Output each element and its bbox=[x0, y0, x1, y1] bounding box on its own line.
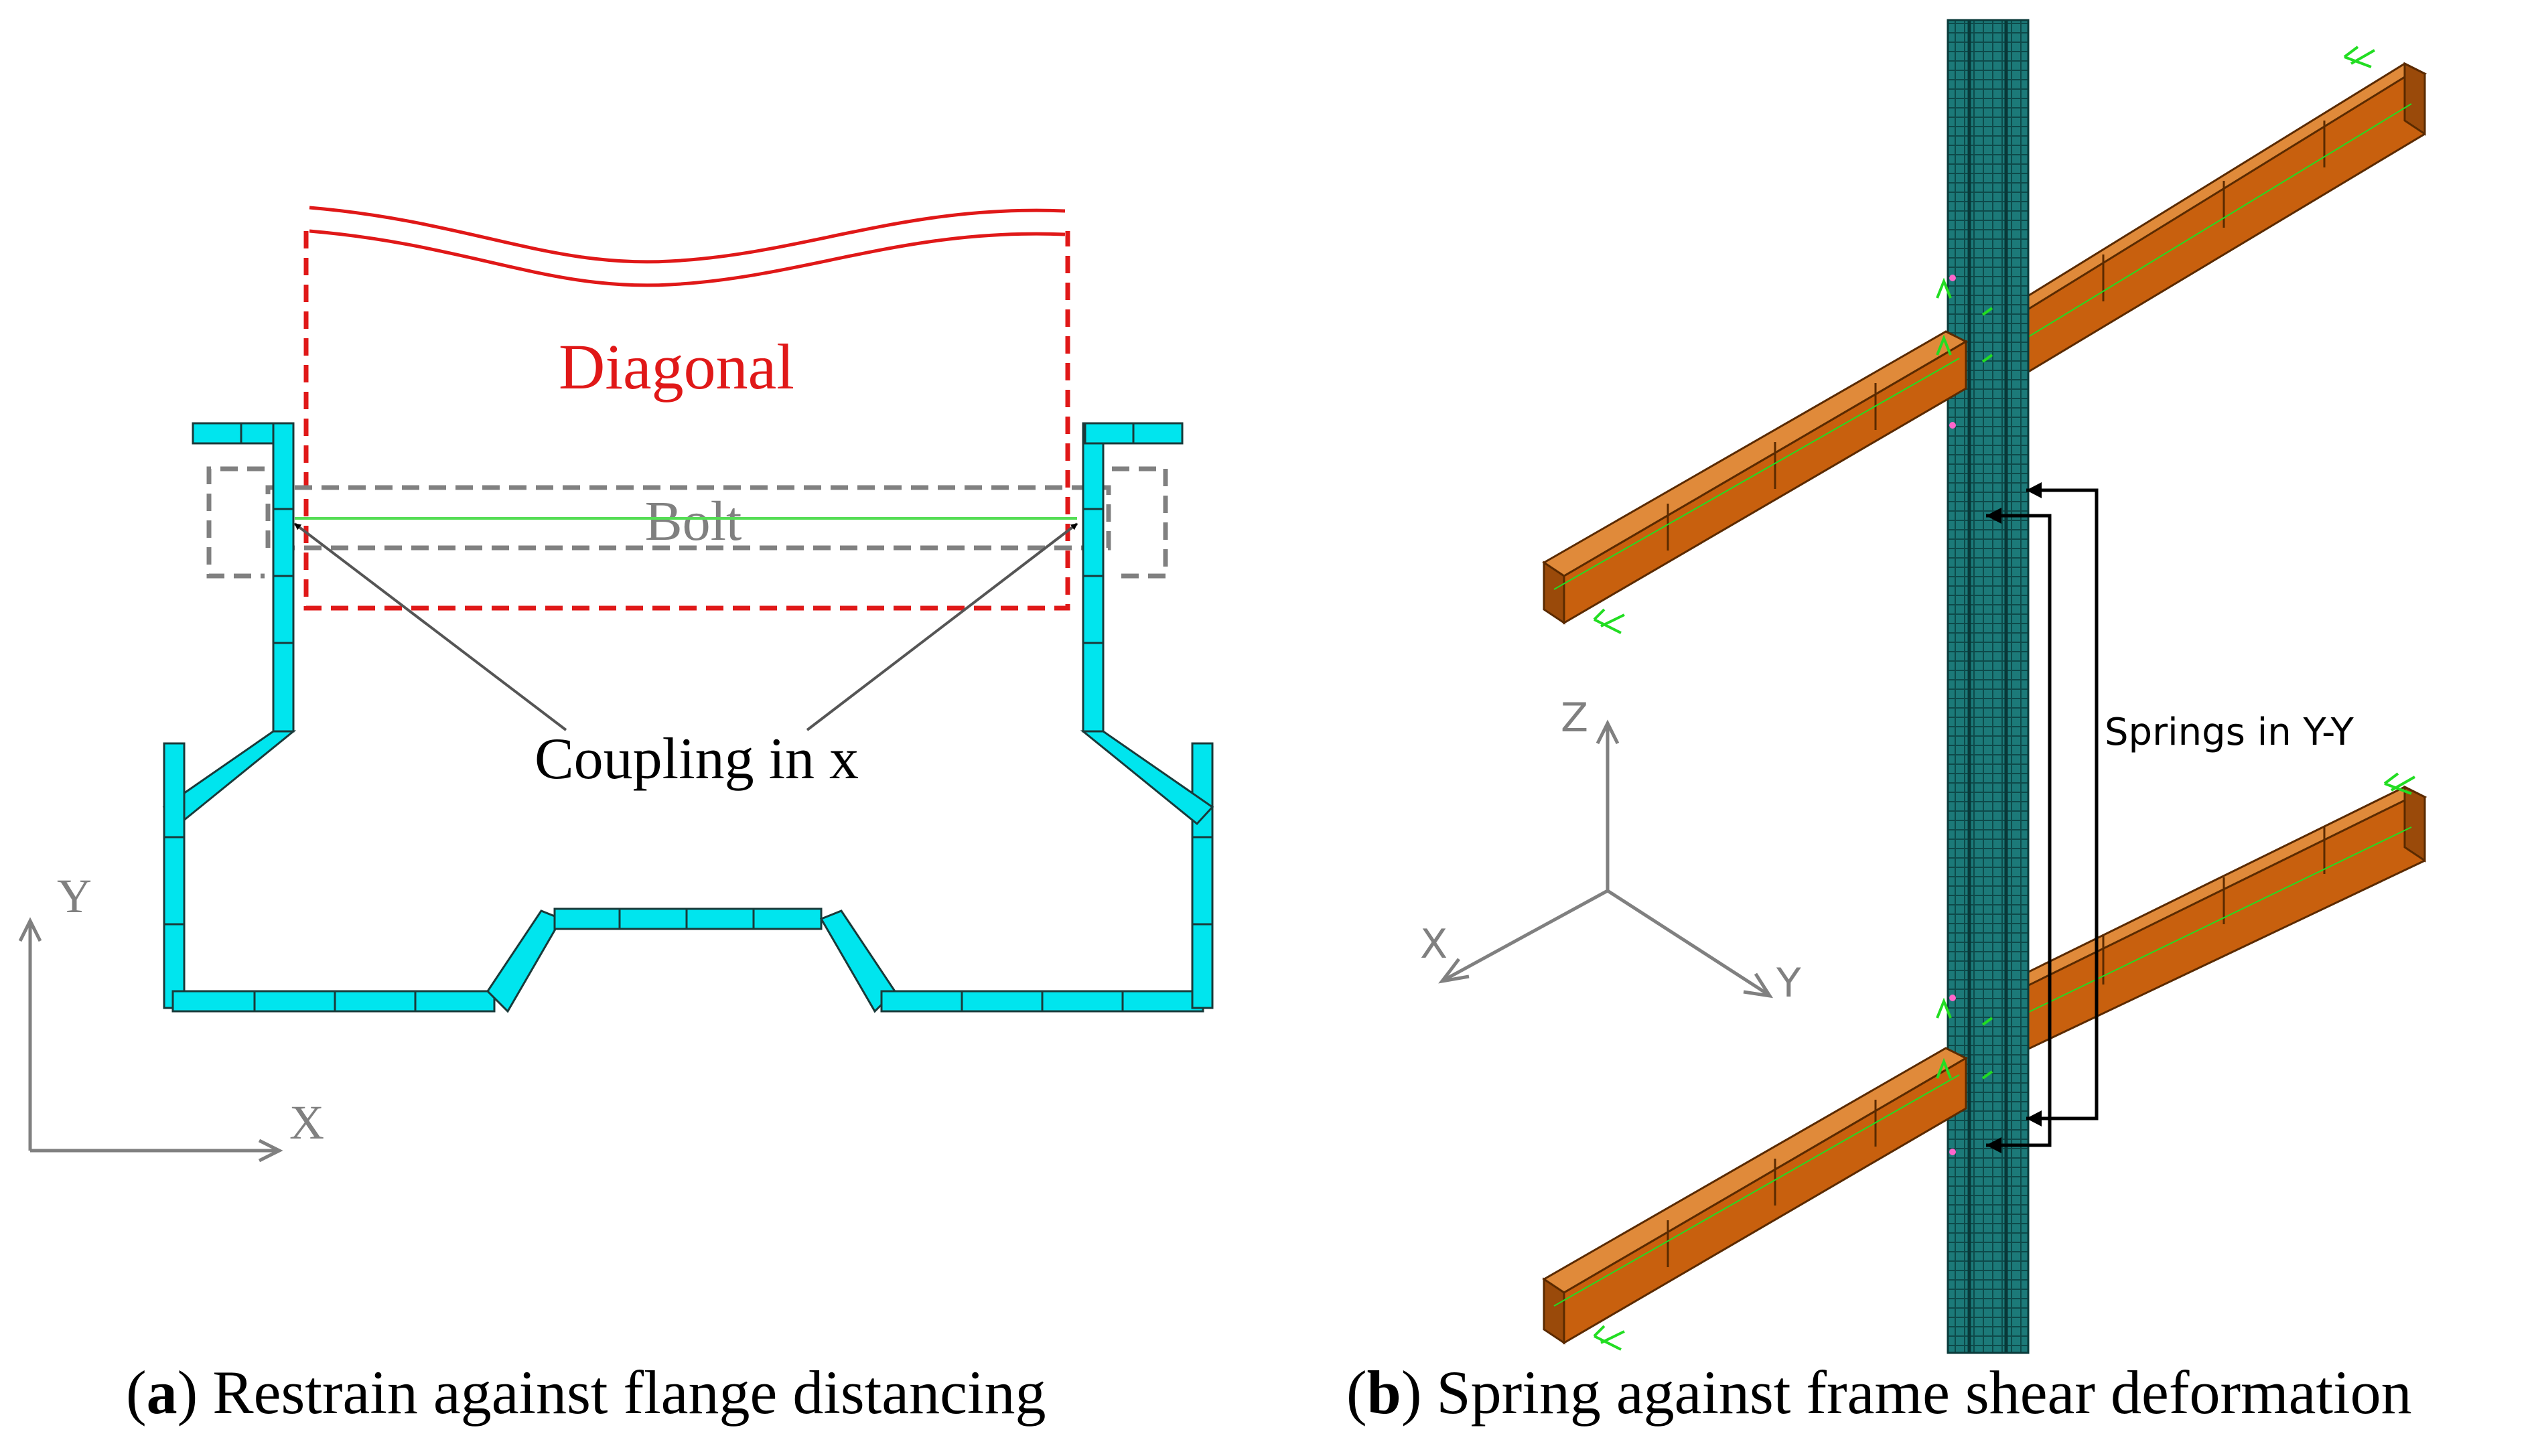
caption-b: (b)Spring against frame shear deformatio… bbox=[1346, 1358, 2412, 1427]
caption-b-letter: b bbox=[1367, 1358, 1401, 1427]
caption-a-close-paren: ) bbox=[178, 1358, 198, 1427]
axes-xy: Y X bbox=[18, 869, 324, 1163]
diagonal-edge-top bbox=[309, 206, 1066, 264]
diagonal-outline bbox=[303, 231, 1070, 611]
diagonal-label: Diagonal bbox=[559, 331, 794, 403]
beam-lower-left bbox=[1542, 1047, 1969, 1345]
panel-b: Springs in Y-Y Z X Y (b)Spring against f… bbox=[1346, 19, 2427, 1427]
caption-b-text: Spring against frame shear deformation bbox=[1436, 1358, 2411, 1427]
axis-y-label: Y bbox=[57, 869, 92, 923]
springs-arrowheads bbox=[1986, 482, 2042, 1153]
bolt-body bbox=[265, 485, 1111, 551]
caption-a-text: Restrain against flange distancing bbox=[212, 1358, 1046, 1427]
spring-markers bbox=[1949, 275, 1956, 1155]
axes-xyz bbox=[1438, 719, 1774, 999]
panel-a: Diagonal Bolt bbox=[18, 206, 1214, 1427]
cross-section bbox=[162, 422, 1214, 1013]
beam-upper-right bbox=[2001, 62, 2427, 376]
caption-b-close-paren: ) bbox=[1401, 1358, 1422, 1427]
bolt-head-right bbox=[1112, 466, 1168, 579]
caption-a: (a)Restrain against flange distancing bbox=[126, 1358, 1046, 1427]
springs-label: Springs in Y-Y bbox=[2105, 711, 2354, 754]
axis-x-label-3d: X bbox=[1420, 921, 1448, 968]
beam-lower-right bbox=[2001, 785, 2427, 1053]
springs-brackets bbox=[1986, 488, 2099, 1147]
caption-b-open-paren: ( bbox=[1346, 1358, 1367, 1427]
axis-x-label: X bbox=[289, 1096, 324, 1149]
bolt-label: Bolt bbox=[645, 490, 742, 553]
caption-a-letter: a bbox=[147, 1358, 178, 1427]
boundary-markers bbox=[1593, 46, 2415, 1351]
coupling-arrow-right bbox=[806, 522, 1078, 731]
column bbox=[1947, 19, 2030, 1354]
caption-a-open-paren: ( bbox=[126, 1358, 147, 1427]
axis-y-label-3d: Y bbox=[1776, 960, 1801, 1007]
coupling-label: Coupling in x bbox=[535, 727, 859, 792]
diagonal-edge-bottom bbox=[309, 229, 1066, 287]
coupling-arrow-left bbox=[293, 522, 567, 731]
bolt-head-left bbox=[206, 466, 265, 579]
axis-z-label: Z bbox=[1561, 695, 1588, 741]
beam-upper-left bbox=[1542, 330, 1969, 625]
